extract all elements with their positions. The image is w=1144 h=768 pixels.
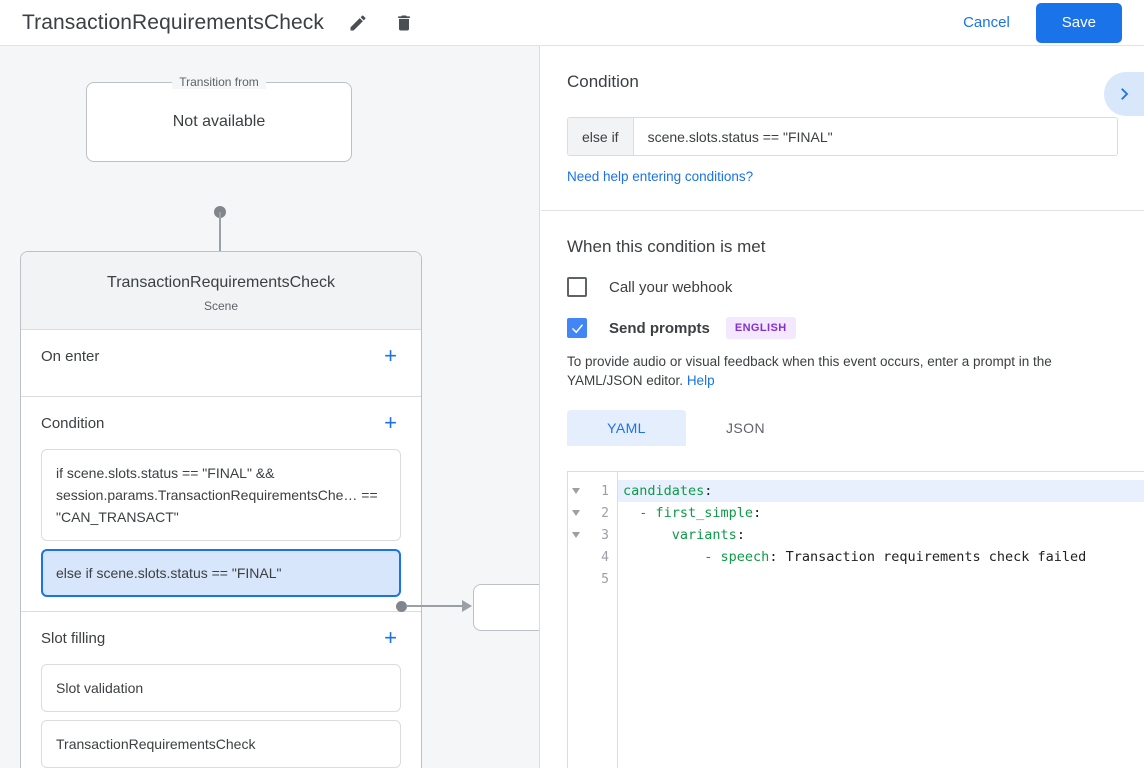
outgoing-connector-line [406,605,466,607]
condition-help-link[interactable]: Need help entering conditions? [567,169,754,184]
details-condition-section: Condition else if Need help entering con… [541,46,1144,210]
code-line[interactable] [618,568,1144,590]
fold-arrow-icon[interactable] [572,532,580,538]
gutter-line[interactable]: 1 [568,480,617,502]
scene-subtitle: Scene [203,299,239,313]
condition-field: else if [567,117,1118,156]
section-on-enter-header: On enter + [41,330,401,382]
target-node[interactable] [473,584,539,631]
gutter-line[interactable]: 3 [568,524,617,546]
scene-title: TransactionRequirementsCheck [107,274,335,291]
section-title: Slot filling [41,629,106,647]
editor-format-tabs: YAML JSON [567,410,1118,446]
add-on-enter-button[interactable]: + [384,343,397,368]
code-line[interactable]: variants: [671,527,745,543]
pencil-icon[interactable] [346,11,370,35]
code-line[interactable]: - first_simple: [639,505,762,521]
prompts-help-link[interactable]: Help [686,373,715,388]
yaml-editor[interactable]: 1 2 3 4 5 candidates: - first_simple: va… [567,471,1144,768]
section-condition-header: Condition + [41,397,401,449]
tab-json[interactable]: JSON [726,420,765,436]
save-button[interactable]: Save [1035,2,1122,43]
gutter-line[interactable]: 5 [601,571,609,587]
details-condition-heading: Condition [567,72,639,91]
scene-header[interactable]: TransactionRequirementsCheck Scene [21,252,421,330]
section-on-enter: On enter + [21,330,421,397]
condition-input[interactable] [633,118,1117,155]
code-line[interactable]: - speech: Transaction requirements check… [704,549,1087,565]
language-badge: ENGLISH [725,317,796,339]
section-title: On enter [41,347,100,365]
trash-icon[interactable] [392,11,416,35]
cancel-button[interactable]: Cancel [951,6,1022,39]
fold-arrow-icon[interactable] [572,488,580,494]
yaml-value: Transaction requirements check failed [777,549,1087,565]
details-when-met-section: When this condition is met Call your web… [541,211,1144,470]
add-condition-button[interactable]: + [384,410,397,435]
section-condition: Condition + if scene.slots.status == "FI… [21,397,421,612]
yaml-key: variants [671,527,737,543]
send-prompts-checkbox[interactable] [567,318,587,338]
outgoing-arrow-icon [462,600,472,612]
app-bar: TransactionRequirementsCheck Cancel Save [0,0,1144,46]
gutter-line[interactable]: 2 [568,502,617,524]
prompts-hint-body: To provide audio or visual feedback when… [567,354,1052,388]
prompts-hint-text: To provide audio or visual feedback when… [567,352,1118,390]
tab-yaml[interactable]: YAML [567,410,686,446]
page-title: TransactionRequirementsCheck [22,10,324,34]
section-title: Condition [41,414,105,432]
editor-gutter: 1 2 3 4 5 [568,472,618,768]
send-prompts-label: Send prompts [609,319,710,337]
details-divider [541,210,1144,211]
code-line[interactable]: candidates: [618,480,1144,502]
chevron-right-icon[interactable] [1104,72,1144,116]
editor-code-area[interactable]: candidates: - first_simple: variants: - … [618,472,1144,768]
outgoing-connector-dot [396,601,407,612]
transition-from-node[interactable]: Not available [86,82,352,162]
when-met-heading: When this condition is met [567,237,766,256]
call-webhook-label: Call your webhook [609,278,733,296]
transition-to-node: TransactionRequirementsCheck Scene On en… [20,251,422,768]
send-prompts-checkbox-row[interactable]: Send prompts ENGLISH [567,317,1118,339]
condition-prefix-label: else if [568,118,634,155]
transition-from-text: Not available [172,113,266,130]
section-slot-filling: Slot filling + Slot validation Transacti… [21,612,421,768]
webhook-checkbox-row[interactable]: Call your webhook [567,277,1118,297]
condition-row[interactable]: if scene.slots.status == "FINAL" && sess… [41,449,401,541]
slot-filling-row[interactable]: TransactionRequirementsCheck [41,720,401,768]
slot-filling-row[interactable]: Slot validation [41,664,401,712]
fold-arrow-icon[interactable] [572,510,580,516]
yaml-key: candidates [623,483,705,499]
yaml-key: - first_simple [639,505,754,521]
connector-line [219,212,221,256]
call-webhook-checkbox[interactable] [567,277,587,297]
add-slot-filling-button[interactable]: + [384,625,397,650]
section-slot-filling-header: Slot filling + [41,612,401,664]
yaml-key: - speech [704,549,770,565]
flow-canvas: Not available Transition from Transactio… [0,46,540,768]
gutter-line[interactable]: 4 [601,549,609,565]
condition-row-selected[interactable]: else if scene.slots.status == "FINAL" [41,549,401,597]
